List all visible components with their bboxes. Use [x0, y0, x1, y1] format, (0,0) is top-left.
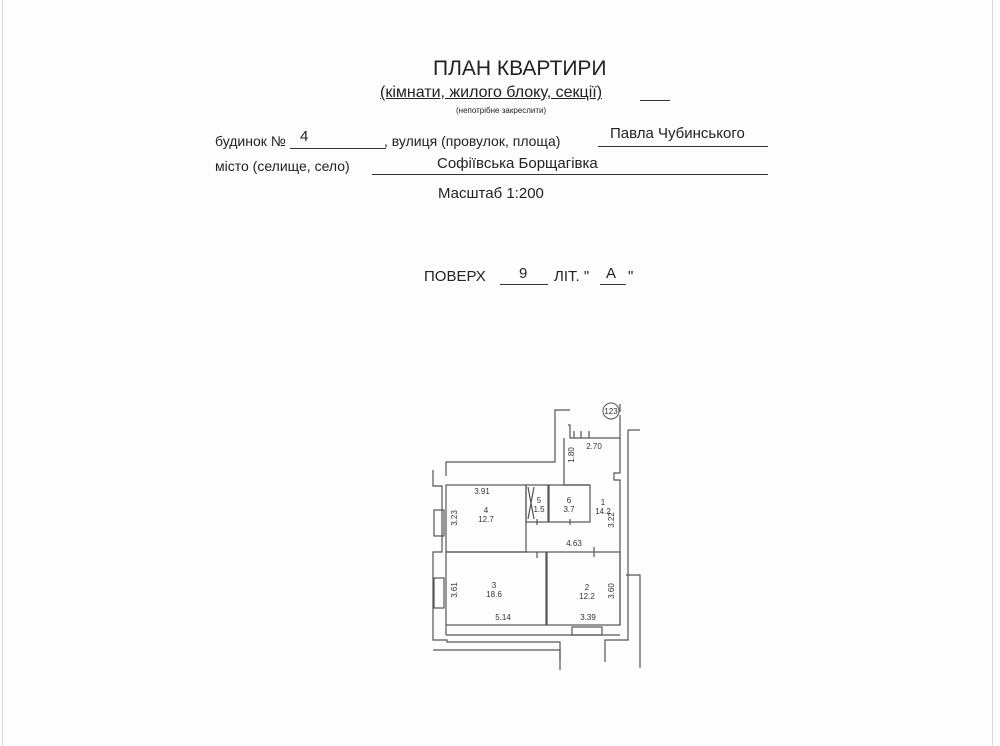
- dim-3-60: 3.60: [607, 583, 616, 599]
- house-value: 4: [300, 128, 309, 145]
- street-underline: [598, 146, 768, 147]
- lit-label: ЛІТ. ": [554, 268, 590, 285]
- floor-underline: [500, 284, 548, 285]
- floor-label: ПОВЕРХ: [424, 268, 486, 285]
- page-title: ПЛАН КВАРТИРИ: [433, 57, 607, 80]
- city-value: Софіївська Борщагівка: [437, 155, 598, 172]
- dim-3-91: 3.91: [474, 487, 490, 496]
- room-4-number: 4: [484, 506, 489, 515]
- lit-underline: [600, 284, 626, 285]
- room-5-number: 5: [537, 496, 542, 505]
- dim-2-70: 2.70: [586, 442, 602, 451]
- dim-3-61: 3.61: [450, 582, 459, 598]
- page-edge-right: [992, 0, 993, 746]
- room-1-number: 1: [601, 498, 606, 507]
- dim-3-23: 3.23: [450, 510, 459, 526]
- subtitle-underline: [640, 100, 670, 101]
- scale-text: Масштаб 1:200: [438, 185, 544, 202]
- dim-1-80: 1.80: [567, 447, 576, 463]
- house-label: будинок №: [215, 133, 286, 149]
- room-1-area: 14.2: [595, 507, 611, 516]
- plan-walls: [432, 404, 641, 670]
- axis-marker-circle: [602, 402, 620, 420]
- page-subtitle: (кімнати, жилого блоку, секції): [380, 84, 603, 101]
- dim-3-39: 3.39: [580, 613, 596, 622]
- axis-marker-label: 123: [604, 407, 618, 416]
- room-2-area: 12.2: [579, 592, 595, 601]
- dim-3-22: 3.22: [607, 512, 616, 528]
- room-4-area: 12.7: [478, 515, 494, 524]
- room-1-outline: [563, 438, 590, 486]
- room-6-number: 6: [567, 496, 572, 505]
- dim-5-14: 5.14: [495, 613, 511, 622]
- lit-value: А: [606, 265, 617, 282]
- house-underline: [290, 148, 386, 149]
- lit-close: ": [628, 268, 634, 285]
- dim-4-63: 4.63: [566, 539, 582, 548]
- room-6-area: 3.7: [563, 505, 575, 514]
- room-5-area: 1.5: [533, 505, 545, 514]
- page-edge-left: [2, 0, 3, 746]
- strike-note: (непотрібне закреслити): [456, 106, 547, 115]
- room-2-outline: [546, 551, 621, 626]
- room-3-number: 3: [492, 581, 497, 590]
- room-2-number: 2: [585, 583, 590, 592]
- room-3-area: 18.6: [486, 590, 502, 599]
- street-label: , вулиця (провулок, площа): [384, 133, 561, 149]
- street-value: Павла Чубинського: [610, 125, 745, 142]
- floor-value: 9: [519, 265, 528, 282]
- city-underline: [372, 174, 768, 175]
- city-label: місто (селище, село): [215, 158, 350, 174]
- room-3-outline: [445, 551, 547, 626]
